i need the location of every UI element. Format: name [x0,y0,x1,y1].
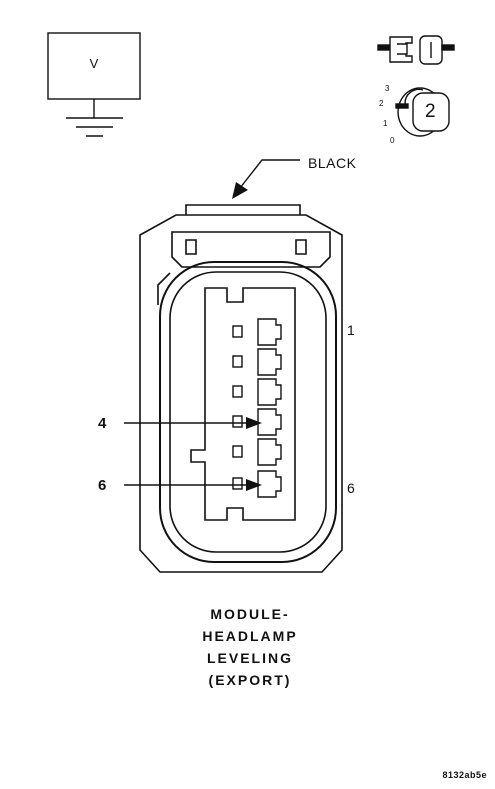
connector-plug-icon [377,35,455,65]
probe-label-4: 4 [98,415,107,432]
figure-code: 8132ab5e [442,770,487,780]
title-line-3: LEVELING [206,650,293,666]
dial-position-1: 1 [383,119,388,128]
connector-inner-shell [169,271,327,553]
probe-arrow-pin-6 [124,479,262,491]
cavity-insert [190,287,296,521]
black-leader-arrow [232,159,300,199]
meter-symbol: V [89,56,99,71]
connector-color-label: BLACK [308,155,357,171]
cavity-1 [257,318,282,346]
title-line-2: HEADLAMP [202,628,298,644]
terminal-cavities [232,318,282,498]
connector-housing [139,204,343,573]
title-line-1: MODULE- [210,606,290,622]
probe-arrow-pin-4 [124,417,262,429]
selector-dial-icon [395,87,450,137]
dial-current-setting: 2 [425,101,436,122]
cavity-3-small [232,385,243,398]
diagram-title: MODULE- HEADLAMP LEVELING (EXPORT) [120,603,380,691]
cavity-4-small [232,415,243,428]
pin-label-bottom: 6 [347,480,355,496]
cavity-3 [257,378,282,406]
dial-position-3: 3 [385,84,390,93]
connector-outer-shell [159,261,337,563]
cavity-5-small [232,445,243,458]
cavity-2-small [232,355,243,368]
title-line-4: (EXPORT) [208,672,292,688]
cavity-5 [257,438,282,466]
cavity-4 [257,408,282,436]
cavity-6 [257,470,282,498]
dial-position-0: 0 [390,136,395,145]
cavity-1-small [232,325,243,338]
probe-label-6: 6 [98,477,107,494]
dial-position-2: 2 [379,99,384,108]
cavity-2 [257,348,282,376]
pin-label-top: 1 [347,322,355,338]
cavity-6-small [232,477,243,490]
